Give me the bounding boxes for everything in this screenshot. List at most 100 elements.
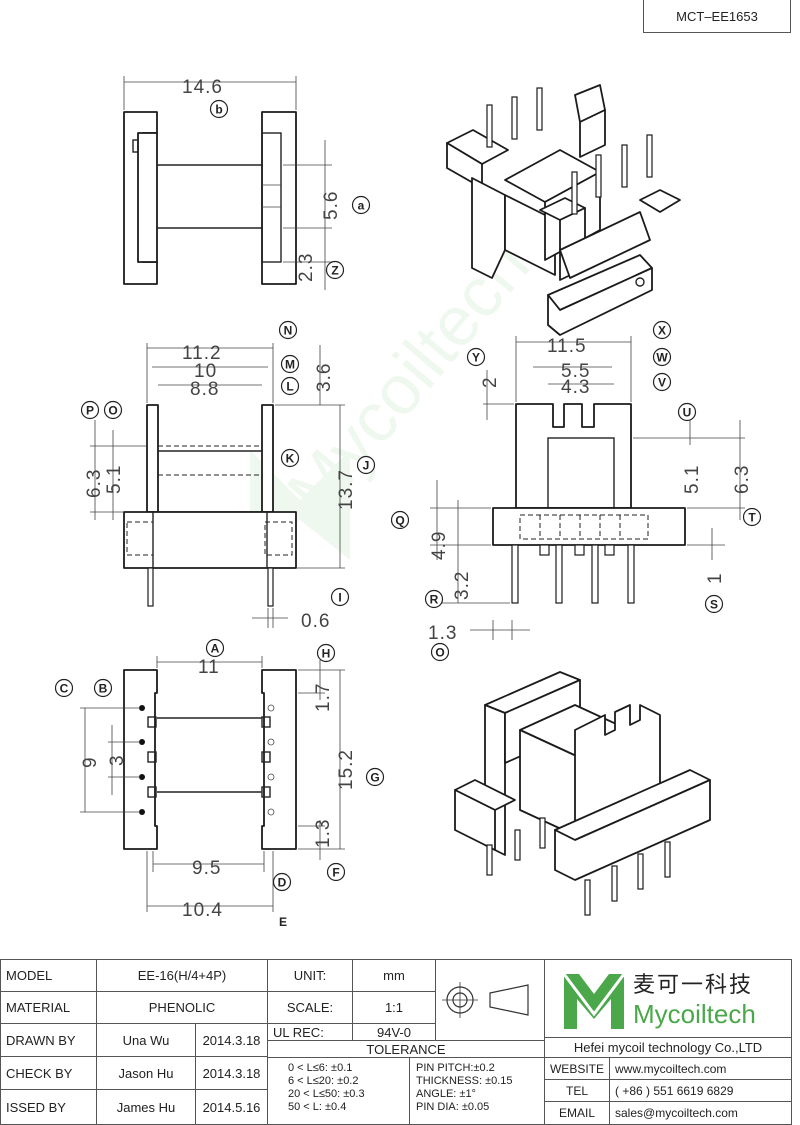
callout-o: O — [103, 400, 123, 420]
callout-b-text: b — [215, 103, 222, 117]
tol-line-1: 0 < L≤6: ±0.1 — [288, 1062, 353, 1074]
callout-g: G — [365, 767, 385, 787]
callout-i-text: I — [338, 591, 341, 605]
dim-9-5: 9.5 — [192, 858, 221, 879]
callout-n: N — [278, 320, 298, 340]
email-label: EMAIL — [544, 1101, 610, 1125]
callout-a-text: a — [358, 199, 365, 213]
tol-line-4: 50 < L: ±0.4 — [288, 1101, 347, 1113]
dim-10-4: 10.4 — [182, 900, 223, 921]
dim-1-7: 1.7 — [313, 683, 334, 712]
callout-a: A — [205, 638, 225, 658]
dim-5-5: 5.5 — [561, 361, 590, 382]
callout-y-text: Y — [472, 351, 480, 365]
issued-name: James Hu — [96, 1089, 196, 1125]
callout-l: L — [280, 376, 300, 396]
callout-b-text: B — [99, 682, 108, 696]
callout-c-text: C — [60, 682, 69, 696]
callout-t: T — [742, 507, 762, 527]
callout-b: B — [93, 678, 113, 698]
dim-5-6: 5.6 — [321, 191, 342, 220]
logo-chinese: 麦可一科技 — [633, 972, 754, 997]
callout-u-text: U — [683, 406, 692, 420]
tolerance-other-cell: PIN PITCH:±0.2 THICKNESS: ±0.15 ANGLE: ±… — [409, 1057, 545, 1125]
material-value: PHENOLIC — [96, 991, 268, 1024]
title-block: MODEL EE-16(H/4+4P) MATERIAL PHENOLIC DR… — [0, 959, 792, 1125]
callout-t-text: T — [748, 511, 756, 525]
callout-a-text: A — [211, 642, 220, 656]
dim-11-5: 11.5 — [547, 336, 587, 357]
callout-o2-text: O — [435, 646, 444, 660]
callout-m-text: M — [285, 358, 295, 372]
dim-14-6: 14.6 — [182, 77, 223, 98]
callout-y: Y — [466, 347, 486, 367]
callout-r-text: R — [430, 593, 439, 607]
check-name: Jason Hu — [96, 1056, 196, 1090]
unit-value: mm — [352, 959, 436, 992]
dim-8-8: 8.8 — [190, 379, 219, 400]
dim-9: 9 — [80, 756, 101, 768]
callout-v: V — [652, 372, 672, 392]
tol-line-3: 20 < L≤50: ±0.3 — [288, 1088, 365, 1100]
drawing-number: MCT–EE1653 — [643, 0, 791, 33]
callout-m: M — [280, 354, 300, 374]
material-label: MATERIAL — [0, 991, 97, 1024]
dim-13-7: 13.7 — [336, 469, 357, 510]
dim-3: 3 — [107, 754, 128, 766]
callout-s: S — [704, 594, 724, 614]
callout-n-text: N — [284, 324, 293, 338]
dim-1: 1 — [705, 572, 726, 584]
bottom-view: 11 1.7 15.2 1.3 9 3 9.5 10.4 — [80, 656, 357, 921]
email-value[interactable]: sales@mycoiltech.com — [609, 1101, 792, 1125]
callout-g-text: G — [370, 771, 379, 785]
company-logo: 麦可一科技 Mycoiltech — [544, 959, 792, 1038]
dim-15-2: 15.2 — [336, 749, 357, 790]
dim-4-3: 4.3 — [561, 377, 590, 398]
issued-date: 2014.5.16 — [195, 1089, 268, 1125]
callout-q-text: Q — [395, 514, 404, 528]
front-view: 11.5 5.5 4.3 2 5.1 6.3 1 4.9 3.2 1.3 — [428, 336, 753, 644]
projection-symbol-icon — [442, 982, 529, 1018]
projection-symbol-cell — [435, 959, 545, 1041]
ulrec-value: 94V-0 — [352, 1023, 436, 1041]
callout-z: Z — [325, 260, 345, 280]
dim-6-3: 6.3 — [84, 469, 105, 498]
callout-i: I — [330, 587, 350, 607]
callout-r: R — [424, 589, 444, 609]
callout-p-text: P — [86, 404, 94, 418]
callout-b: b — [209, 99, 229, 119]
dim-3-6: 3.6 — [314, 363, 335, 392]
check-label: CHECK BY — [0, 1056, 97, 1090]
drawn-date: 2014.3.18 — [195, 1023, 268, 1057]
callout-h-text: H — [322, 647, 331, 661]
website-value[interactable]: www.mycoiltech.com — [609, 1057, 792, 1080]
dim-10: 10 — [194, 361, 217, 382]
callout-d-text: D — [278, 876, 287, 890]
dim-4-9: 4.9 — [429, 531, 450, 560]
dim-5-1-front: 5.1 — [682, 465, 703, 494]
unit-label: UNIT: — [267, 959, 353, 992]
callout-q: Q — [390, 510, 410, 530]
callout-c: C — [54, 678, 74, 698]
tolerance-length-cell: 0 < L≤6: ±0.1 6 < L≤20: ±0.2 20 < L≤50: … — [267, 1057, 410, 1125]
dim-2-3: 2.3 — [296, 253, 317, 282]
callout-f: F — [326, 862, 346, 882]
scale-label: SCALE: — [267, 991, 353, 1024]
callout-w: W — [652, 347, 672, 367]
callout-a: a — [351, 195, 371, 215]
tel-value: ( +86 ) 551 6619 6829 — [609, 1079, 792, 1102]
tel-label: TEL — [544, 1079, 610, 1102]
callout-f-text: F — [332, 866, 339, 880]
callout-k: K — [280, 448, 300, 468]
dim-6-3-front: 6.3 — [732, 465, 753, 494]
callout-j: J — [356, 455, 376, 475]
tol-line-2: 6 < L≤20: ±0.2 — [288, 1075, 359, 1087]
dim-0-6: 0.6 — [301, 611, 330, 632]
callout-d: D — [272, 872, 292, 892]
isometric-view-top — [446, 84, 681, 336]
tol-line-5: PIN PITCH:±0.2 — [416, 1062, 495, 1074]
scale-value: 1:1 — [352, 991, 436, 1024]
model-label: MODEL — [0, 959, 97, 992]
drawn-label: DRAWN BY — [0, 1023, 97, 1057]
